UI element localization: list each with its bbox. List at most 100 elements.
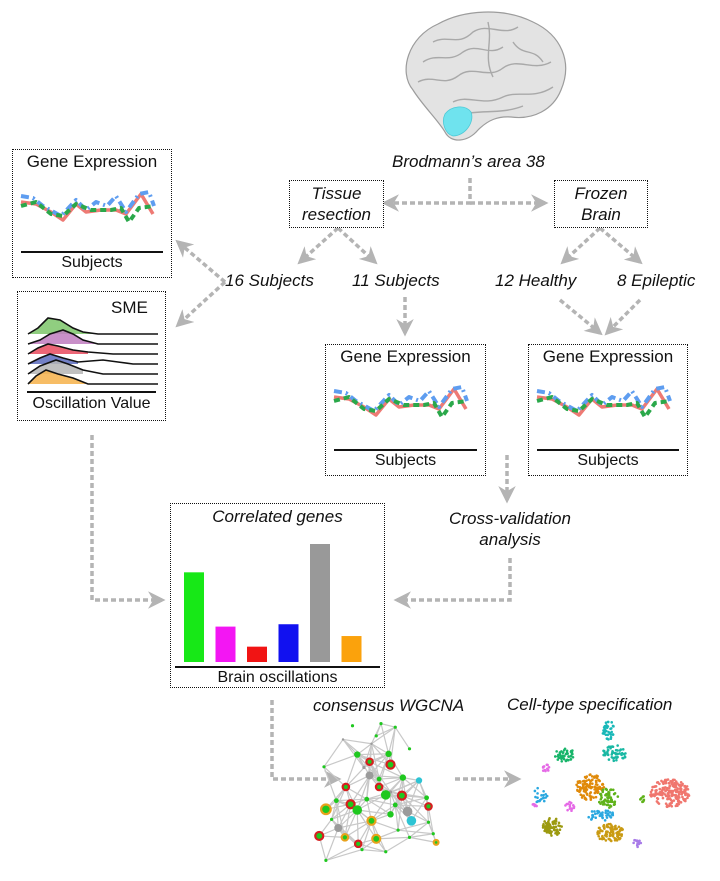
gene-expression-x-axis bbox=[537, 449, 679, 451]
network-node bbox=[350, 724, 355, 728]
gene-expression-x-axis bbox=[21, 251, 163, 253]
network-edge bbox=[358, 843, 386, 853]
arrow-crossval-to-correlated bbox=[393, 558, 512, 609]
ridge-outline bbox=[27, 359, 158, 375]
label-12-healthy: 12 Healthy bbox=[495, 271, 577, 290]
network-node bbox=[402, 806, 413, 817]
ridge-fill bbox=[28, 354, 78, 364]
network-edge bbox=[357, 809, 391, 815]
label-8-epileptic: 8 Epileptic bbox=[617, 271, 696, 290]
network-node bbox=[324, 858, 328, 862]
network-node bbox=[370, 742, 373, 745]
cell-cluster bbox=[601, 720, 615, 741]
network-edge bbox=[402, 777, 427, 799]
cell-cluster bbox=[553, 747, 575, 763]
network-edge bbox=[342, 738, 370, 763]
network-edge bbox=[394, 804, 411, 838]
cell-cluster bbox=[564, 800, 576, 813]
network-node bbox=[314, 830, 325, 842]
cell-cluster bbox=[596, 822, 624, 843]
arrow-sme-to-correlated bbox=[90, 435, 166, 609]
bar-gray bbox=[310, 544, 330, 662]
network-edge bbox=[380, 723, 390, 754]
network-edge bbox=[385, 836, 410, 853]
network-edge bbox=[409, 836, 437, 843]
network-edge bbox=[356, 809, 359, 844]
ridge-fill bbox=[28, 318, 98, 334]
brodmann-label: Brodmann’s area 38 bbox=[392, 152, 545, 171]
expression-series-green bbox=[536, 395, 671, 419]
network-node bbox=[341, 738, 345, 741]
network-node bbox=[426, 820, 431, 824]
network-node bbox=[387, 811, 394, 818]
expression-series-green bbox=[333, 395, 468, 419]
network-node bbox=[406, 816, 417, 826]
cell-cluster bbox=[598, 787, 620, 809]
network-edge bbox=[409, 821, 429, 838]
network-node bbox=[374, 782, 384, 792]
frozen-brain-box: Frozen Brain bbox=[554, 180, 648, 228]
cell-cluster bbox=[541, 817, 563, 837]
network-edge bbox=[394, 726, 411, 750]
network-node bbox=[384, 850, 388, 854]
wgcna-title: consensus WGCNA bbox=[313, 696, 465, 715]
gene-expression-lines bbox=[536, 385, 672, 419]
network-node bbox=[415, 777, 423, 784]
gene-expression-lines bbox=[333, 385, 469, 419]
network-edge bbox=[345, 774, 370, 788]
ridge-outline bbox=[27, 369, 158, 385]
network-edge bbox=[323, 766, 337, 801]
network-node bbox=[345, 799, 356, 810]
network-edge bbox=[369, 761, 404, 779]
cross-validation-line1: Cross-validation bbox=[449, 509, 571, 528]
bar-orange bbox=[341, 636, 362, 662]
network-edge bbox=[335, 800, 339, 829]
network-node bbox=[392, 802, 398, 808]
network-edge bbox=[395, 804, 429, 807]
correlated-genes-box: Correlated genes Brain oscillations bbox=[170, 503, 385, 688]
network-edge bbox=[394, 804, 399, 831]
network-node bbox=[353, 839, 363, 849]
network-node bbox=[376, 776, 382, 782]
cell-cluster bbox=[602, 744, 627, 763]
brain-illustration bbox=[405, 11, 567, 141]
expression-series-green bbox=[20, 200, 155, 224]
network-node bbox=[322, 765, 326, 769]
arrow-correlated-to-wgcna bbox=[270, 700, 342, 788]
arrow-frozen-to-healthy bbox=[560, 226, 602, 265]
correlated-genes-chart bbox=[184, 544, 362, 662]
network-node bbox=[360, 848, 364, 852]
network-edge bbox=[335, 800, 346, 838]
cell-cluster bbox=[639, 795, 646, 804]
network-node bbox=[374, 734, 378, 738]
network-node bbox=[385, 750, 392, 758]
network-node bbox=[365, 757, 374, 767]
correlated-genes-x-axis bbox=[175, 666, 380, 668]
network-edge bbox=[370, 723, 382, 745]
network-edge bbox=[376, 836, 410, 840]
gene-expression-title: Gene Expression bbox=[340, 347, 471, 366]
cell-cluster bbox=[575, 773, 606, 801]
network-edge bbox=[380, 723, 396, 728]
label-16-subjects: 16 Subjects bbox=[225, 271, 314, 290]
network-edge bbox=[366, 798, 391, 815]
network-node bbox=[333, 798, 339, 804]
network-node bbox=[352, 805, 363, 815]
ridge-fill bbox=[28, 330, 98, 344]
cell-type-title: Cell-type specification bbox=[507, 695, 673, 714]
network-node bbox=[399, 774, 407, 781]
gene-expression-x-axis bbox=[334, 449, 477, 451]
network-edge bbox=[345, 754, 358, 788]
network-node bbox=[354, 751, 361, 758]
bar-green bbox=[184, 572, 204, 662]
network-edge bbox=[361, 849, 386, 853]
network-node bbox=[364, 796, 370, 802]
network-edge bbox=[398, 829, 434, 835]
ridge-outline bbox=[27, 329, 158, 345]
ridge-outline bbox=[27, 343, 158, 355]
network-edge bbox=[325, 849, 363, 861]
sme-title: SME bbox=[111, 298, 148, 317]
network-edge bbox=[371, 726, 396, 745]
